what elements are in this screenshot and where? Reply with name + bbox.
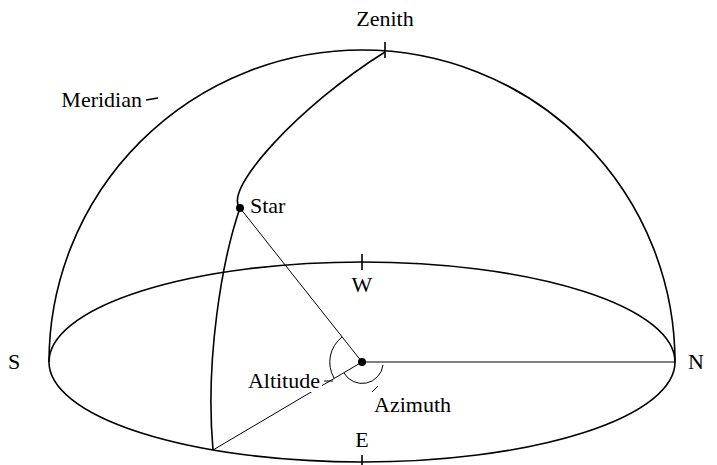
meridian-label: Meridian: [59, 89, 144, 111]
azimuth-arc: [344, 365, 383, 383]
west-tick: [361, 254, 363, 270]
direction-label: W: [350, 274, 375, 296]
star-label: Star: [248, 195, 287, 217]
altitude-leader: [324, 381, 333, 382]
star-ray: [240, 208, 362, 362]
meridian-arc: [49, 50, 675, 362]
angle-label: Altitude: [246, 370, 322, 392]
observer-dot: [358, 358, 366, 366]
meridian-leader: [146, 98, 158, 100]
foot-ray: [213, 362, 362, 450]
horizon-ellipse: [49, 262, 675, 462]
zenith-tick: [384, 42, 386, 58]
north-ray: [362, 362, 675, 363]
azimuth-leader: [372, 386, 378, 392]
east-tick: [361, 455, 363, 465]
star-dot: [236, 204, 244, 212]
direction-label: E: [353, 429, 370, 451]
angle-label: Azimuth: [372, 394, 453, 416]
direction-label: S: [6, 351, 22, 373]
direction-label: N: [686, 351, 706, 373]
vertical-circle: [211, 52, 385, 450]
zenith-label: Zenith: [354, 8, 415, 30]
altitude-arc: [330, 337, 342, 378]
